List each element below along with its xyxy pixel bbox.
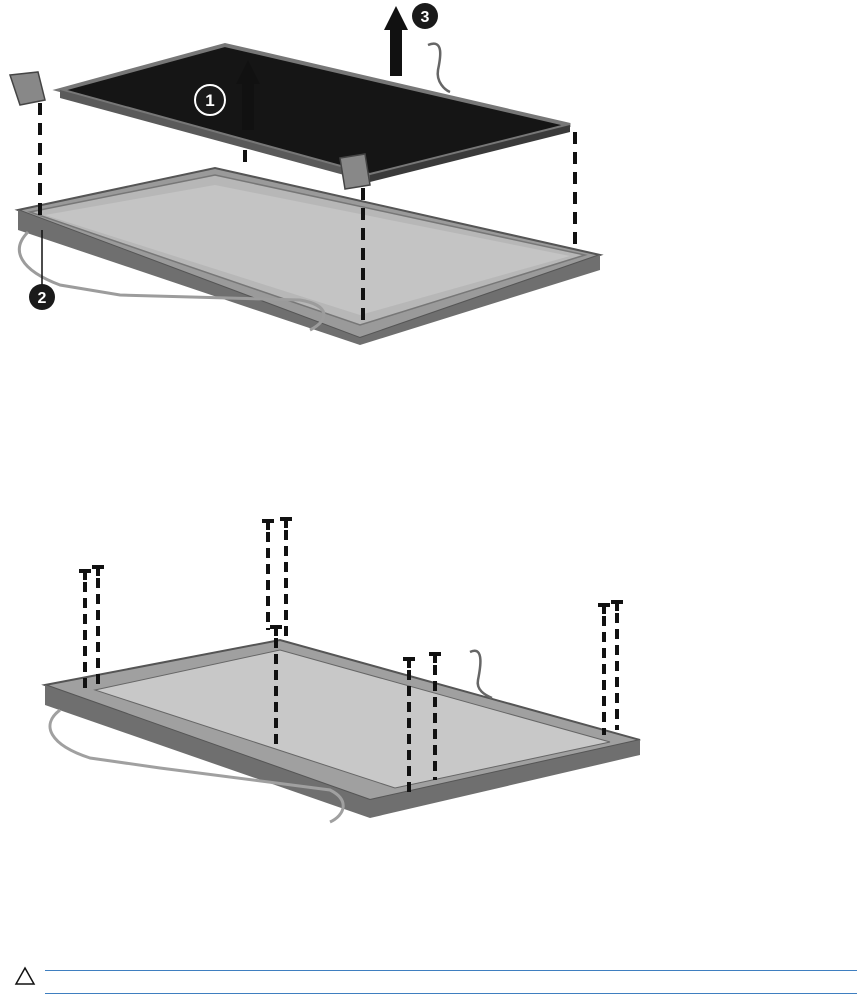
lift-arrow-3 (384, 6, 408, 76)
caution-notice (0, 960, 857, 996)
left-hinge (10, 72, 45, 105)
callout-1-label: 1 (205, 91, 214, 110)
figure-display-panel-screws (0, 510, 660, 840)
callout-1: 1 (195, 85, 225, 115)
display-assembly (45, 640, 640, 818)
display-back-cover (18, 168, 600, 345)
callout-3: 3 (412, 3, 438, 29)
display-cable (428, 44, 450, 92)
caution-rule-top (45, 970, 857, 971)
display-cable (470, 651, 492, 698)
right-hinge (340, 154, 370, 189)
display-panel (60, 45, 570, 182)
caution-rule-bottom (45, 993, 857, 994)
caution-triangle-icon (14, 966, 36, 986)
callout-3-label: 3 (421, 9, 430, 26)
figure-display-panel-removal: 1 2 3 (0, 0, 620, 350)
screw-heads (79, 517, 623, 668)
callout-2-label: 2 (38, 290, 47, 307)
